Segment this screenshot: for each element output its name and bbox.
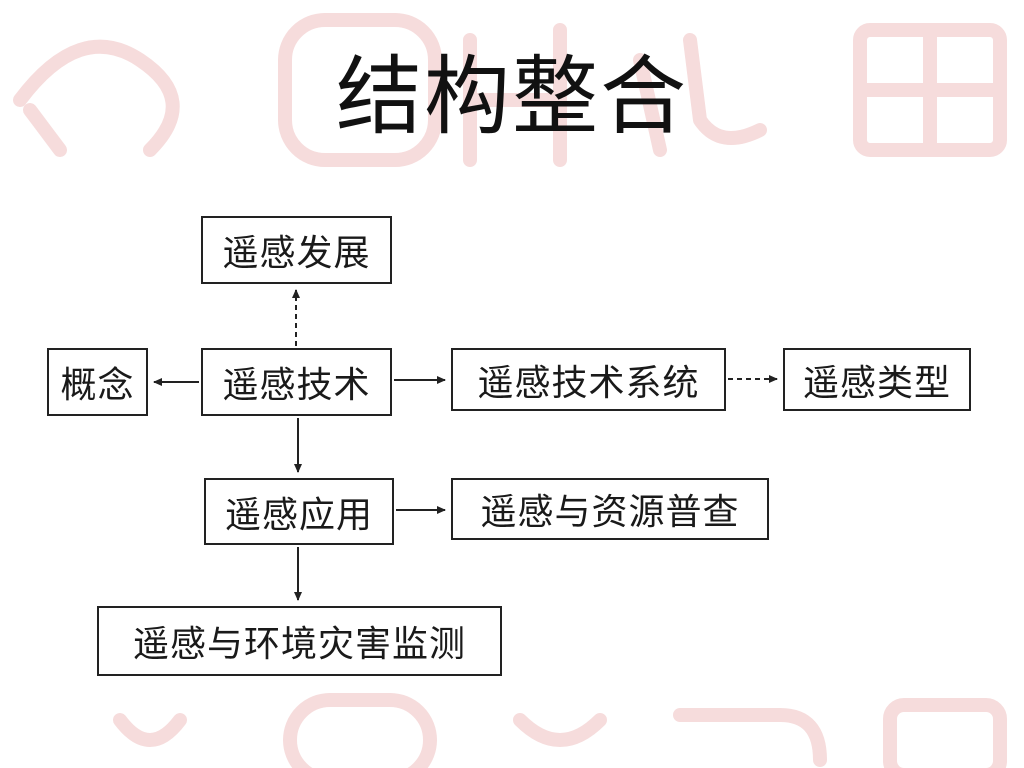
- node-remote-sensing-types: 遥感类型: [783, 348, 971, 411]
- node-remote-sensing-development: 遥感发展: [201, 216, 392, 284]
- node-remote-sensing-technology: 遥感技术: [201, 348, 392, 416]
- node-remote-sensing-technology-system: 遥感技术系统: [451, 348, 726, 411]
- node-resource-survey: 遥感与资源普查: [451, 478, 769, 540]
- node-remote-sensing-application: 遥感应用: [204, 478, 394, 545]
- page-title: 结构整合: [336, 47, 688, 147]
- node-environment-disaster-monitoring: 遥感与环境灾害监测: [97, 606, 502, 676]
- node-concept: 概念: [47, 348, 148, 416]
